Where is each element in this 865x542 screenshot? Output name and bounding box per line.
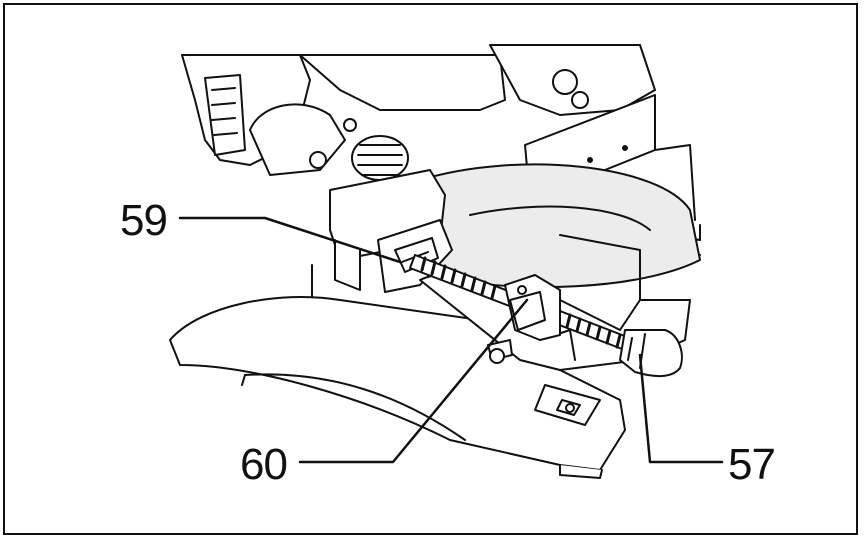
saw-arm-housing (181, 54, 506, 176)
leader-59 (178, 216, 402, 264)
callout-57: 57 (728, 440, 776, 489)
slide-rail-assembly (489, 44, 656, 116)
callout-59: 59 (120, 196, 168, 245)
leader-57 (638, 353, 724, 464)
vise-knob (619, 329, 683, 378)
bevel-lock-knob (309, 118, 409, 181)
callout-60: 60 (240, 440, 288, 489)
callout-leaders (178, 216, 724, 464)
leader-60 (298, 298, 529, 464)
vise-holder (487, 274, 561, 364)
